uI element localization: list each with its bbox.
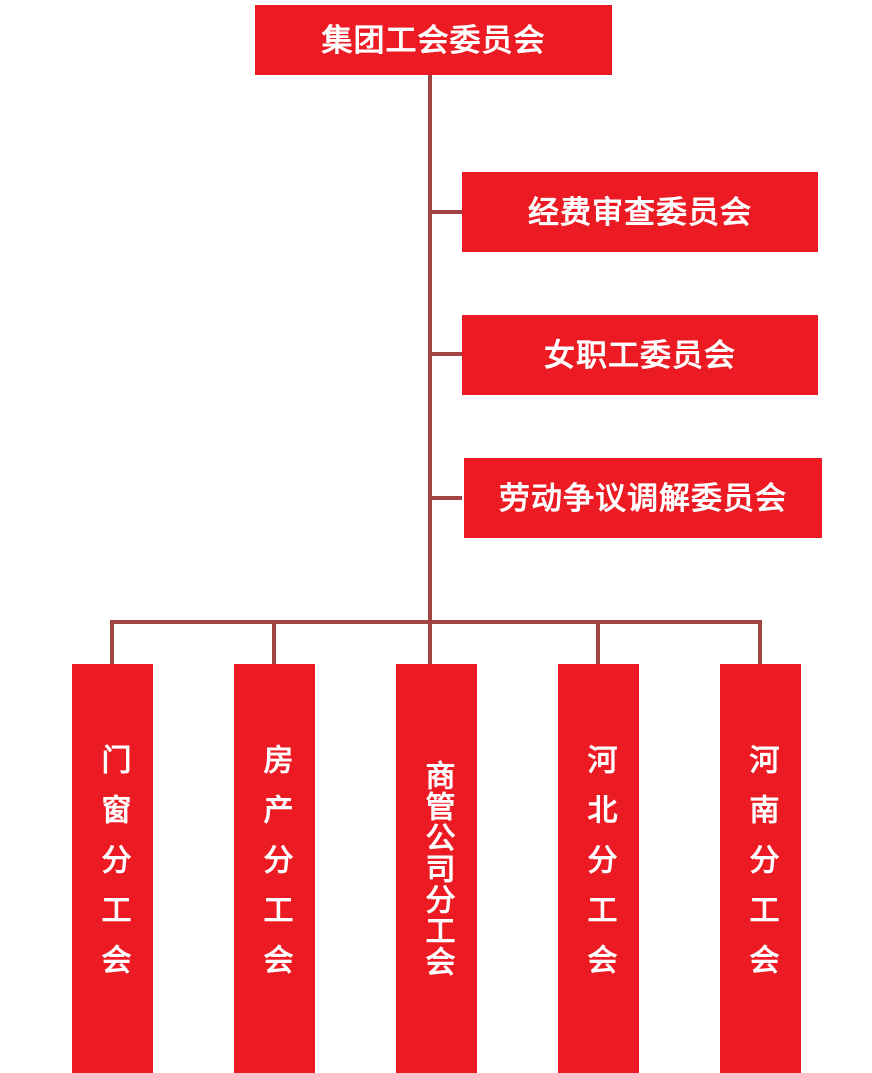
branch-label: 河北分工会 [582, 743, 616, 994]
branch-label: 门窗分工会 [96, 743, 130, 994]
connector-drop-1 [110, 620, 114, 664]
branch-label: 房产分工会 [258, 743, 292, 994]
org-node-root: 集团工会委员会 [255, 5, 612, 75]
committee-label: 劳动争议调解委员会 [499, 480, 787, 516]
connector-drop-5 [758, 620, 762, 664]
connector-rail [110, 620, 762, 624]
connector-drop-2 [272, 620, 276, 664]
committee-label: 女职工委员会 [544, 337, 736, 373]
org-node-funds-review-committee: 经费审查委员会 [462, 172, 818, 252]
connector-stub-dispute [432, 496, 462, 500]
org-node-branch-doors-windows: 门窗分工会 [72, 664, 153, 1073]
connector-stub-women [432, 352, 462, 356]
branch-label: 河南分工会 [744, 743, 778, 994]
org-node-branch-hebei: 河北分工会 [558, 664, 639, 1073]
connector-trunk [428, 75, 432, 664]
branch-label: 商管公司分工会 [420, 760, 454, 977]
connector-drop-4 [596, 620, 600, 664]
org-node-branch-henan: 河南分工会 [720, 664, 801, 1073]
org-node-branch-real-estate: 房产分工会 [234, 664, 315, 1073]
committee-label: 经费审查委员会 [528, 194, 752, 230]
org-node-branch-commercial-mgmt: 商管公司分工会 [396, 664, 477, 1073]
org-node-women-workers-committee: 女职工委员会 [462, 315, 818, 395]
org-node-root-label: 集团工会委员会 [321, 22, 546, 58]
connector-stub-funds [432, 210, 462, 214]
org-node-labor-dispute-mediation-committee: 劳动争议调解委员会 [464, 458, 822, 538]
